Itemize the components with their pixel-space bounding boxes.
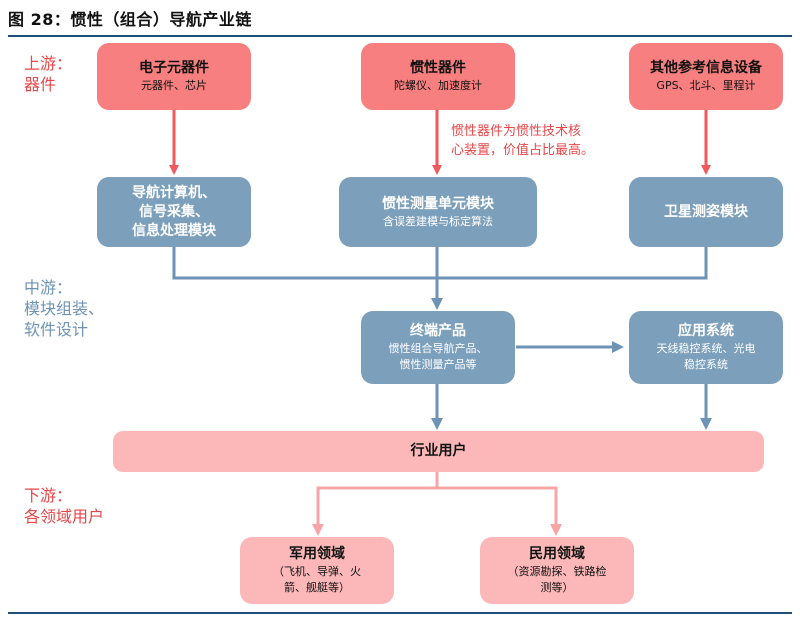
bottom-rule [8,612,792,614]
box-imu-module: 惯性测量单元模块 含误差建模与标定算法 [339,177,537,247]
box-terminal-products: 终端产品 惯性组合导航产品、 惯性测量产品等 [361,311,515,384]
box-application-systems: 应用系统 天线稳控系统、光电 稳控系统 [629,311,783,384]
stage-midstream: 中游： 模块组装、 软件设计 [24,278,105,339]
industry-users-bar: 行业用户 [113,431,764,472]
box-satellite-attitude: 卫星测姿模块 [629,177,783,247]
box-navigation-computer: 导航计算机、 信号采集、 信息处理模块 [97,177,251,247]
box-reference-devices: 其他参考信息设备 GPS、北斗、里程计 [629,43,783,110]
merge-line [172,247,708,280]
stage-upstream: 上游： 器件 [24,54,73,94]
box-civil-field: 民用领域 （资源勘探、铁路检 测等） [480,537,634,604]
annotation-note: 惯性器件为惯性技术核 心装置，价值占比最高。 [451,124,595,158]
box-electronic-components: 电子元器件 元器件、芯片 [97,43,251,110]
stage-downstream: 下游： 各领域用户 [24,486,105,526]
downstream-split [316,486,562,536]
figure-title: 图 28：惯性（组合）导航产业链 [8,10,252,29]
top-rule [8,35,792,37]
box-military-field: 军用领域 （飞机、导弹、火 箭、舰艇等） [240,537,394,604]
box-inertial-devices: 惯性器件 陀螺仪、加速度计 [361,43,515,110]
